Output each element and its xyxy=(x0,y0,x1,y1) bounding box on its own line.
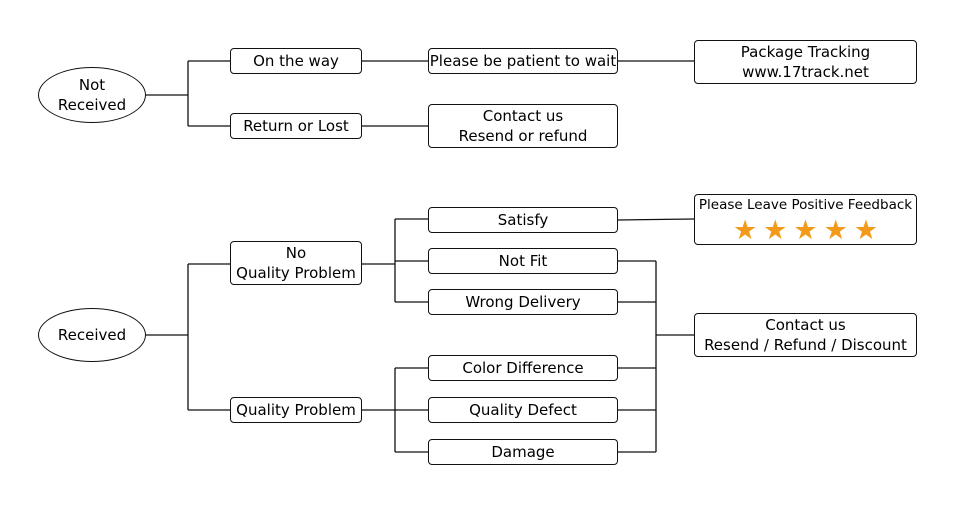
node-quality-problem: Quality Problem xyxy=(230,397,362,423)
node-no-quality-line2: Quality Problem xyxy=(236,264,356,282)
node-return-or-lost: Return or Lost xyxy=(230,113,362,139)
node-not-fit: Not Fit xyxy=(428,248,618,274)
node-not-received: Not Received xyxy=(38,67,146,123)
node-package-tracking: Package Tracking www.17track.net xyxy=(694,40,917,84)
node-not-received-line2: Received xyxy=(57,96,127,114)
node-wrong-delivery-label: Wrong Delivery xyxy=(465,293,581,311)
connector-received-split xyxy=(145,263,230,411)
node-damage-label: Damage xyxy=(491,443,555,461)
node-received: Received xyxy=(38,308,146,362)
star-icon: ★ xyxy=(763,214,788,246)
star-icon: ★ xyxy=(732,214,758,246)
node-no-quality-problem: No Quality Problem xyxy=(230,241,362,285)
rating-stars: ★★★★★ xyxy=(732,214,879,246)
node-patient-wait: Please be patient to wait xyxy=(428,48,618,74)
connector-no-quality-split xyxy=(362,218,428,303)
node-contact-resend-refund: Contact us Resend or refund xyxy=(428,104,618,148)
node-package-tracking-line1: Package Tracking xyxy=(740,43,871,61)
node-contact-line1: Contact us xyxy=(482,107,564,125)
connector-not-received-split xyxy=(145,60,230,127)
node-contact-line2: Resend or refund xyxy=(458,127,588,145)
node-quality-defect-label: Quality Defect xyxy=(469,401,577,419)
node-on-the-way-label: On the way xyxy=(253,52,339,70)
node-contact-discount-line1: Contact us xyxy=(765,316,846,334)
star-icon: ★ xyxy=(793,214,818,246)
node-return-or-lost-label: Return or Lost xyxy=(243,117,349,135)
connector-satisfy-to-feedback xyxy=(617,218,695,221)
star-icon: ★ xyxy=(853,214,879,246)
node-color-difference: Color Difference xyxy=(428,355,618,381)
node-wrong-delivery: Wrong Delivery xyxy=(428,289,618,315)
node-contact-discount-line2: Resend / Refund / Discount xyxy=(704,336,907,354)
node-color-difference-label: Color Difference xyxy=(462,359,584,377)
node-not-fit-label: Not Fit xyxy=(498,252,548,270)
node-no-quality-line1: No xyxy=(285,244,307,262)
connector-issues-to-contact xyxy=(618,260,694,453)
node-received-label: Received xyxy=(57,326,127,344)
node-patient-wait-label: Please be patient to wait xyxy=(429,52,617,70)
node-damage: Damage xyxy=(428,439,618,465)
node-satisfy: Satisfy xyxy=(428,207,618,233)
connector-quality-split xyxy=(362,367,428,453)
node-positive-feedback: Please Leave Positive Feedback ★★★★★ xyxy=(694,194,917,245)
node-quality-problem-label: Quality Problem xyxy=(236,401,356,419)
star-icon: ★ xyxy=(823,214,848,246)
node-contact-resend-refund-discount: Contact us Resend / Refund / Discount xyxy=(694,313,917,357)
node-positive-feedback-label: Please Leave Positive Feedback xyxy=(698,196,913,213)
node-package-tracking-line2: www.17track.net xyxy=(742,63,869,81)
node-on-the-way: On the way xyxy=(230,48,362,74)
node-satisfy-label: Satisfy xyxy=(497,211,549,229)
node-not-received-line1: Not xyxy=(78,76,106,94)
node-quality-defect: Quality Defect xyxy=(428,397,618,423)
